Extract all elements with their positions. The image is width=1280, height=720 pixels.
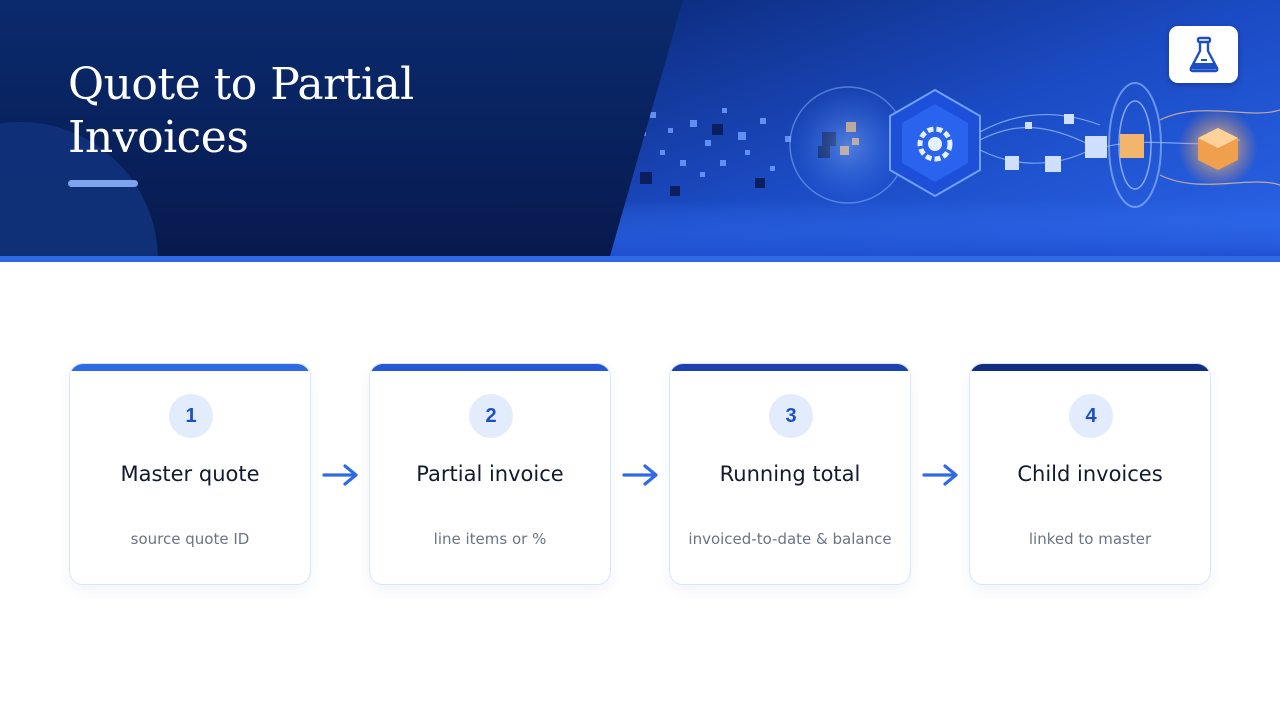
step-card-master-quote: 1 Master quote source quote ID [69, 363, 311, 585]
flask-logo-badge[interactable] [1169, 26, 1238, 83]
card-accent-bar [70, 364, 310, 371]
step-number-badge: 3 [769, 394, 813, 438]
step-description: invoiced-to-date & balance [688, 530, 892, 548]
step-number-badge: 2 [469, 394, 513, 438]
step-title: Master quote [120, 462, 260, 486]
step-card-partial-invoice: 2 Partial invoice line items or % [369, 363, 611, 585]
hero-illustration [0, 0, 1280, 256]
arrow-right-icon [322, 464, 358, 486]
card-accent-bar [670, 364, 910, 371]
title-panel: Quote to Partial Invoices [0, 0, 1280, 256]
title-underline [68, 180, 138, 187]
banner-divider [0, 256, 1280, 262]
flask-icon [1189, 36, 1218, 72]
arrow-right-icon [622, 464, 658, 486]
page-title: Quote to Partial Invoices [68, 59, 414, 163]
step-title: Running total [719, 462, 861, 486]
step-title: Child invoices [1017, 462, 1163, 486]
step-description: line items or % [433, 530, 547, 548]
header-banner: Quote to Partial Invoices [0, 0, 1280, 262]
card-accent-bar [970, 364, 1210, 371]
step-number-badge: 1 [169, 394, 213, 438]
step-title: Partial invoice [416, 462, 564, 486]
step-number-badge: 4 [1069, 394, 1113, 438]
step-card-child-invoices: 4 Child invoices linked to master [969, 363, 1211, 585]
step-card-running-total: 3 Running total invoiced-to-date & balan… [669, 363, 911, 585]
arrow-right-icon [922, 464, 958, 486]
card-accent-bar [370, 364, 610, 371]
step-description: linked to master [1028, 530, 1152, 548]
step-description: source quote ID [130, 530, 250, 548]
